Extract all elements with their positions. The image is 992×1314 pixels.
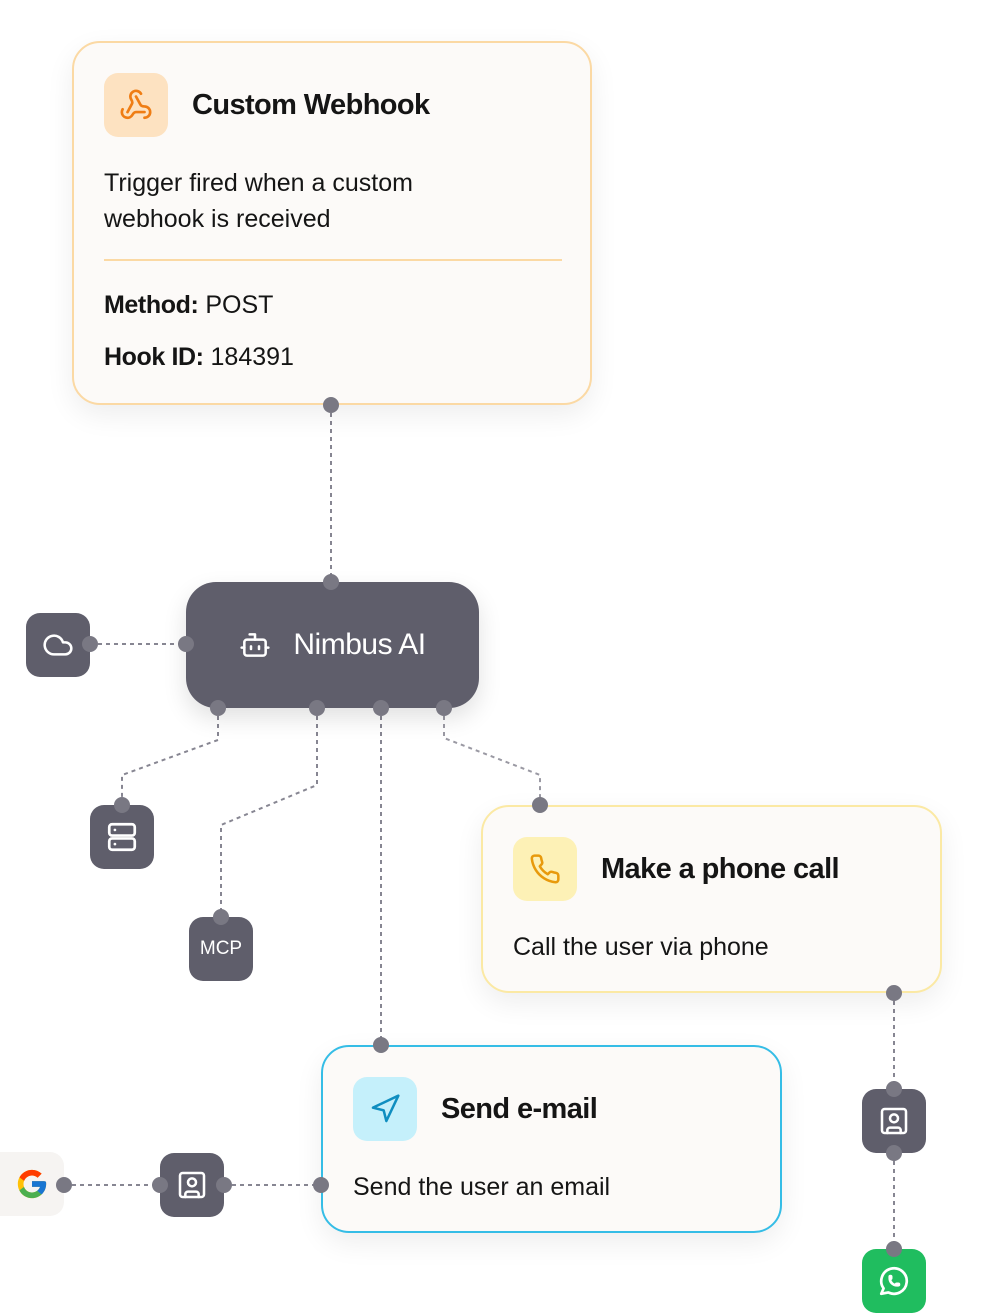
handle-agent-out-3[interactable] — [373, 700, 389, 716]
webhook-description: Trigger fired when a custom webhook is r… — [104, 169, 413, 233]
handle-contact-phone-in[interactable] — [886, 1081, 902, 1097]
handle-contact-phone-out[interactable] — [886, 1145, 902, 1161]
connector-agent-server — [121, 708, 219, 805]
connector-agent-mcp — [220, 708, 318, 917]
handle-whatsapp-in[interactable] — [886, 1241, 902, 1257]
handle-contact-email-out[interactable] — [216, 1177, 232, 1193]
hookid-label: Hook ID: — [104, 343, 204, 371]
handle-agent-in[interactable] — [323, 574, 339, 590]
handle-agent-out-2[interactable] — [309, 700, 325, 716]
method-label: Method: — [104, 291, 199, 319]
agent-label: Nimbus AI — [293, 628, 426, 661]
handle-email-left[interactable] — [313, 1177, 329, 1193]
handle-agent-out-4[interactable] — [436, 700, 452, 716]
hookid-value: 184391 — [210, 343, 294, 371]
robot-icon — [239, 629, 271, 661]
send-email-action-card[interactable]: Send e-mail Send the user an email — [321, 1045, 782, 1233]
handle-phone-in[interactable] — [532, 797, 548, 813]
handle-email-in[interactable] — [373, 1037, 389, 1053]
handle-agent-out-1[interactable] — [210, 700, 226, 716]
contact-icon — [878, 1105, 910, 1137]
webhook-trigger-card[interactable]: Custom Webhook Trigger fired when a cust… — [72, 41, 592, 405]
handle-contact-email-in[interactable] — [152, 1177, 168, 1193]
method-value: POST — [205, 291, 274, 319]
server-icon — [105, 820, 139, 854]
mcp-tool-node[interactable]: MCP — [189, 917, 253, 981]
phone-call-action-card[interactable]: Make a phone call Call the user via phon… — [481, 805, 942, 993]
handle-google-out[interactable] — [56, 1177, 72, 1193]
webhook-icon — [104, 73, 168, 137]
phone-icon — [513, 837, 577, 901]
whatsapp-icon — [877, 1264, 911, 1298]
agent-node[interactable]: Nimbus AI — [186, 582, 479, 708]
contact-tool-node-phone[interactable] — [862, 1089, 926, 1153]
send-email-description: Send the user an email — [353, 1173, 611, 1201]
handle-webhook-out[interactable] — [323, 397, 339, 413]
handle-server-in[interactable] — [114, 797, 130, 813]
phone-call-title: Make a phone call — [601, 853, 840, 885]
webhook-method-row: Method: POST — [104, 291, 273, 320]
webhook-divider — [104, 259, 562, 261]
google-icon — [15, 1167, 49, 1201]
send-icon — [353, 1077, 417, 1141]
handle-agent-left[interactable] — [178, 636, 194, 652]
phone-call-description: Call the user via phone — [513, 933, 769, 961]
handle-mcp-in[interactable] — [213, 909, 229, 925]
send-email-title: Send e-mail — [441, 1093, 598, 1125]
contact-icon — [176, 1169, 208, 1201]
cloud-tool-node[interactable] — [26, 613, 90, 677]
webhook-title: Custom Webhook — [192, 89, 430, 121]
whatsapp-integration-node[interactable] — [862, 1249, 926, 1313]
handle-phone-out[interactable] — [886, 985, 902, 1001]
webhook-hookid-row: Hook ID: 184391 — [104, 343, 294, 372]
cloud-icon — [42, 629, 74, 661]
mcp-label: MCP — [199, 938, 243, 959]
contact-tool-node-email[interactable] — [160, 1153, 224, 1217]
handle-cloud-out[interactable] — [82, 636, 98, 652]
connector-agent-phone — [443, 708, 541, 805]
server-tool-node[interactable] — [90, 805, 154, 869]
google-integration-node[interactable] — [0, 1152, 64, 1216]
